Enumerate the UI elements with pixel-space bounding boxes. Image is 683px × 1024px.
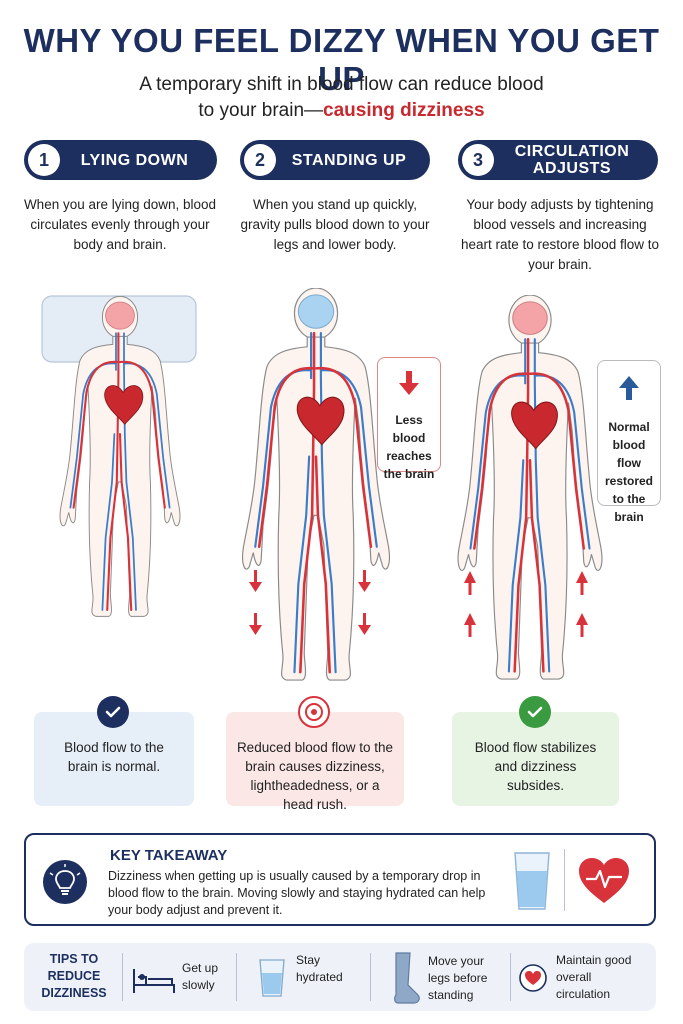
tips-divider-1 xyxy=(122,953,123,1001)
glass-icon xyxy=(259,959,285,997)
target-icon xyxy=(298,696,330,728)
key-takeaway-title: KEY TAKEAWAY xyxy=(110,847,228,864)
step-1-header: 1 LYING DOWN xyxy=(24,140,217,180)
step-1-description: When you are lying down, blood circulate… xyxy=(23,197,217,252)
less-blood-callout-text: Less blood reaches the brain xyxy=(383,413,435,481)
takeaway-divider xyxy=(564,849,565,911)
brain-icon xyxy=(105,301,135,330)
step-1-label: LYING DOWN xyxy=(80,151,189,169)
heart-pulse-icon xyxy=(579,858,629,903)
tip-4-text: Maintain good overall circulation xyxy=(556,953,632,1001)
key-takeaway-panel: KEY TAKEAWAY Dizziness when getting up i… xyxy=(24,833,656,926)
up-arrow-icon xyxy=(619,376,639,400)
step-2-label: STANDING UP xyxy=(291,151,407,169)
normal-flow-callout: Normal blood flow restored to the brain xyxy=(597,360,661,524)
subtitle-line-1: A temporary shift in blood flow can redu… xyxy=(139,74,544,95)
key-takeaway-text: Dizziness when getting up is usually cau… xyxy=(108,869,486,917)
down-arrows-icon xyxy=(249,570,371,635)
standing-up-figure xyxy=(241,288,391,682)
step-1-number: 1 xyxy=(28,144,60,176)
less-blood-callout: Less blood reaches the brain xyxy=(377,357,441,481)
subtitle-highlight: causing dizziness xyxy=(323,100,485,121)
check-circle-icon xyxy=(519,696,551,728)
brain-low-flow-icon xyxy=(297,294,335,329)
step-3-number: 3 xyxy=(462,144,494,176)
check-icon xyxy=(97,696,129,728)
page-subtitle: A temporary shift in blood flow can redu… xyxy=(0,72,683,124)
tips-divider-3 xyxy=(370,953,371,1001)
heart-icon xyxy=(519,964,547,992)
step-2-number: 2 xyxy=(244,144,276,176)
water-glass-icon xyxy=(514,852,550,910)
lightbulb-icon xyxy=(43,860,87,904)
tips-title: TIPS TO REDUCE DIZZINESS xyxy=(41,952,107,1000)
step-2-result-text: Reduced blood flow to the brain causes d… xyxy=(236,740,394,812)
circulation-adjusts-figure xyxy=(456,295,604,681)
tips-divider-2 xyxy=(236,953,237,1001)
normal-flow-callout-text: Normal blood flow restored to the brain xyxy=(604,420,654,524)
up-arrows-icon xyxy=(464,571,588,637)
step-2-description: When you stand up quickly, gravity pulls… xyxy=(240,197,430,252)
brain-restored-icon xyxy=(512,301,548,335)
subtitle-line-2: to your brain—causing dizziness xyxy=(0,98,683,124)
tips-divider-4 xyxy=(510,953,511,1001)
subtitle-prefix: to your brain— xyxy=(198,100,324,121)
tip-3-text: Move your legs before standing xyxy=(428,954,488,1002)
step-3-header: 3 CIRCULATION ADJUSTS xyxy=(458,140,658,180)
tip-2-text: Stay hydrated xyxy=(296,953,343,984)
lying-down-figure xyxy=(41,295,197,618)
tip-1-text: Get up slowly xyxy=(182,961,219,992)
page-title: WHY YOU FEEL DIZZY WHEN YOU GET UP xyxy=(23,22,660,97)
tips-panel: TIPS TO REDUCE DIZZINESS Get up slowly S… xyxy=(24,943,656,1011)
leg-icon xyxy=(394,952,420,1004)
step-1-result-text: Blood flow to the brain is normal. xyxy=(64,740,164,774)
step-3-label: CIRCULATION ADJUSTS xyxy=(514,143,630,177)
down-arrow-icon xyxy=(399,371,419,395)
step-2-header: 2 STANDING UP xyxy=(240,140,430,180)
step-3-result-text: Blood flow stabilizes and dizziness subs… xyxy=(474,740,597,793)
step-3-description: Your body adjusts by tightening blood ve… xyxy=(460,197,660,272)
bed-icon xyxy=(133,969,175,993)
